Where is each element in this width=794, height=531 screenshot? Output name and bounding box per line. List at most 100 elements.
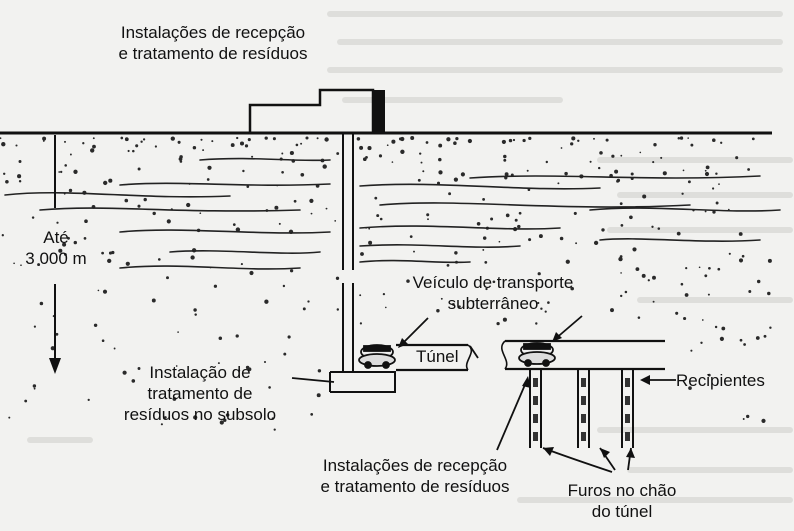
soil-speck [687, 137, 689, 139]
soil-speck [213, 284, 218, 288]
soil-speck [93, 323, 98, 328]
soil-speck [68, 188, 73, 193]
soil-speck [113, 347, 116, 350]
soil-speck [143, 197, 147, 202]
soil-speck [107, 258, 112, 264]
soil-speck [325, 207, 328, 210]
soil-speck [247, 138, 251, 142]
soil-speck [18, 160, 22, 163]
soil-speck [438, 157, 442, 162]
soil-speck [453, 141, 457, 145]
soil-speck [746, 414, 750, 419]
soil-speck [685, 266, 688, 270]
soil-speck [67, 236, 70, 240]
soil-speck [42, 136, 47, 141]
soil-speck [630, 172, 634, 176]
soil-speck [660, 156, 663, 159]
soil-speck [701, 319, 704, 321]
soil-speck [675, 311, 679, 315]
soil-speck [237, 369, 241, 372]
soil-speck [438, 170, 443, 175]
soil-speck [492, 280, 496, 284]
depth-label: Até 3 000 m [25, 228, 87, 268]
soil-speck [528, 238, 532, 242]
soil-speck [135, 144, 139, 148]
soil-speck [605, 138, 609, 142]
containers-label: Recipientes [676, 371, 765, 390]
soil-speck [239, 141, 245, 146]
soil-speck [223, 418, 227, 422]
soil-speck [251, 155, 254, 158]
soil-speck [715, 201, 719, 205]
soil-speck [1, 234, 4, 237]
boreholes [529, 369, 634, 448]
soil-speck [619, 202, 623, 206]
soil-speck [142, 138, 146, 141]
soil-speck [317, 369, 322, 373]
soil-speck [620, 272, 622, 274]
soil-speck [577, 139, 580, 142]
soil-speck [467, 138, 472, 144]
soil-speck [82, 142, 85, 145]
soil-speck [32, 384, 37, 388]
soil-speck [103, 180, 108, 186]
soil-speck [458, 305, 461, 308]
soil-speck [87, 398, 90, 402]
soil-speck [419, 152, 422, 155]
soil-speck [769, 326, 772, 329]
soil-speck [193, 415, 198, 420]
soil-speck [501, 139, 506, 144]
soil-speck [0, 137, 2, 140]
soil-speck [56, 221, 59, 224]
underground-facility-label: Instalação de tratamento de resíduos no … [123, 363, 277, 424]
soil-speck [698, 266, 701, 269]
soil-speck [160, 423, 163, 426]
soil-speck [240, 263, 243, 266]
soil-speck [593, 137, 595, 140]
soil-speck [721, 326, 726, 331]
soil-speck [446, 264, 450, 267]
soil-speck [707, 293, 710, 296]
soil-speck [741, 254, 745, 258]
soil-speck [271, 417, 275, 420]
soil-speck [206, 178, 210, 181]
soil-speck [367, 146, 372, 151]
soil-speck [652, 275, 656, 280]
soil-speck [687, 180, 691, 184]
soil-speck [712, 138, 716, 142]
soil-speck [688, 386, 692, 390]
soil-speck [359, 322, 363, 325]
soil-speck [60, 170, 63, 174]
transport-vehicle-right [518, 342, 556, 367]
soil-speck [140, 140, 143, 143]
soil-speck [3, 172, 6, 175]
soil-speck [512, 138, 516, 142]
soil-speck [714, 325, 718, 329]
soil-speck [527, 188, 531, 192]
soil-speck [376, 214, 380, 218]
soil-speck [446, 137, 451, 142]
soil-speck [73, 240, 78, 245]
soil-speck [503, 154, 507, 159]
soil-speck [120, 136, 124, 140]
soil-speck [712, 210, 716, 214]
soil-speck [124, 137, 129, 142]
soil-speck [157, 258, 161, 261]
soil-speckles [0, 136, 772, 431]
soil-speck [273, 428, 276, 431]
soil-speck [677, 136, 681, 140]
soil-speck [642, 194, 647, 199]
soil-speck [635, 267, 640, 271]
soil-speck [653, 143, 657, 147]
soil-speck [505, 213, 510, 218]
tunnel [396, 339, 665, 372]
soil-speck [24, 399, 28, 403]
soil-speck [565, 259, 570, 264]
soil-speck [684, 293, 689, 297]
soil-speck [720, 141, 723, 144]
soil-speck [618, 256, 623, 262]
soil-speck [73, 169, 78, 174]
soil-speck [503, 158, 507, 162]
soil-speck [610, 308, 614, 313]
